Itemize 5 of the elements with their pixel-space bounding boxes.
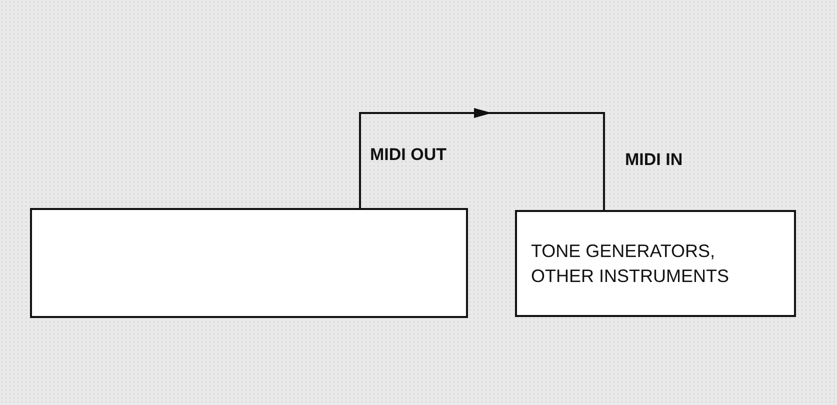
device-box — [515, 210, 796, 317]
device-label: TONE GENERATORS, OTHER INSTRUMENTS — [530, 240, 730, 288]
device-box — [30, 208, 468, 318]
port-label: MIDI IN — [625, 150, 683, 170]
port-label: MIDI OUT — [370, 145, 446, 165]
